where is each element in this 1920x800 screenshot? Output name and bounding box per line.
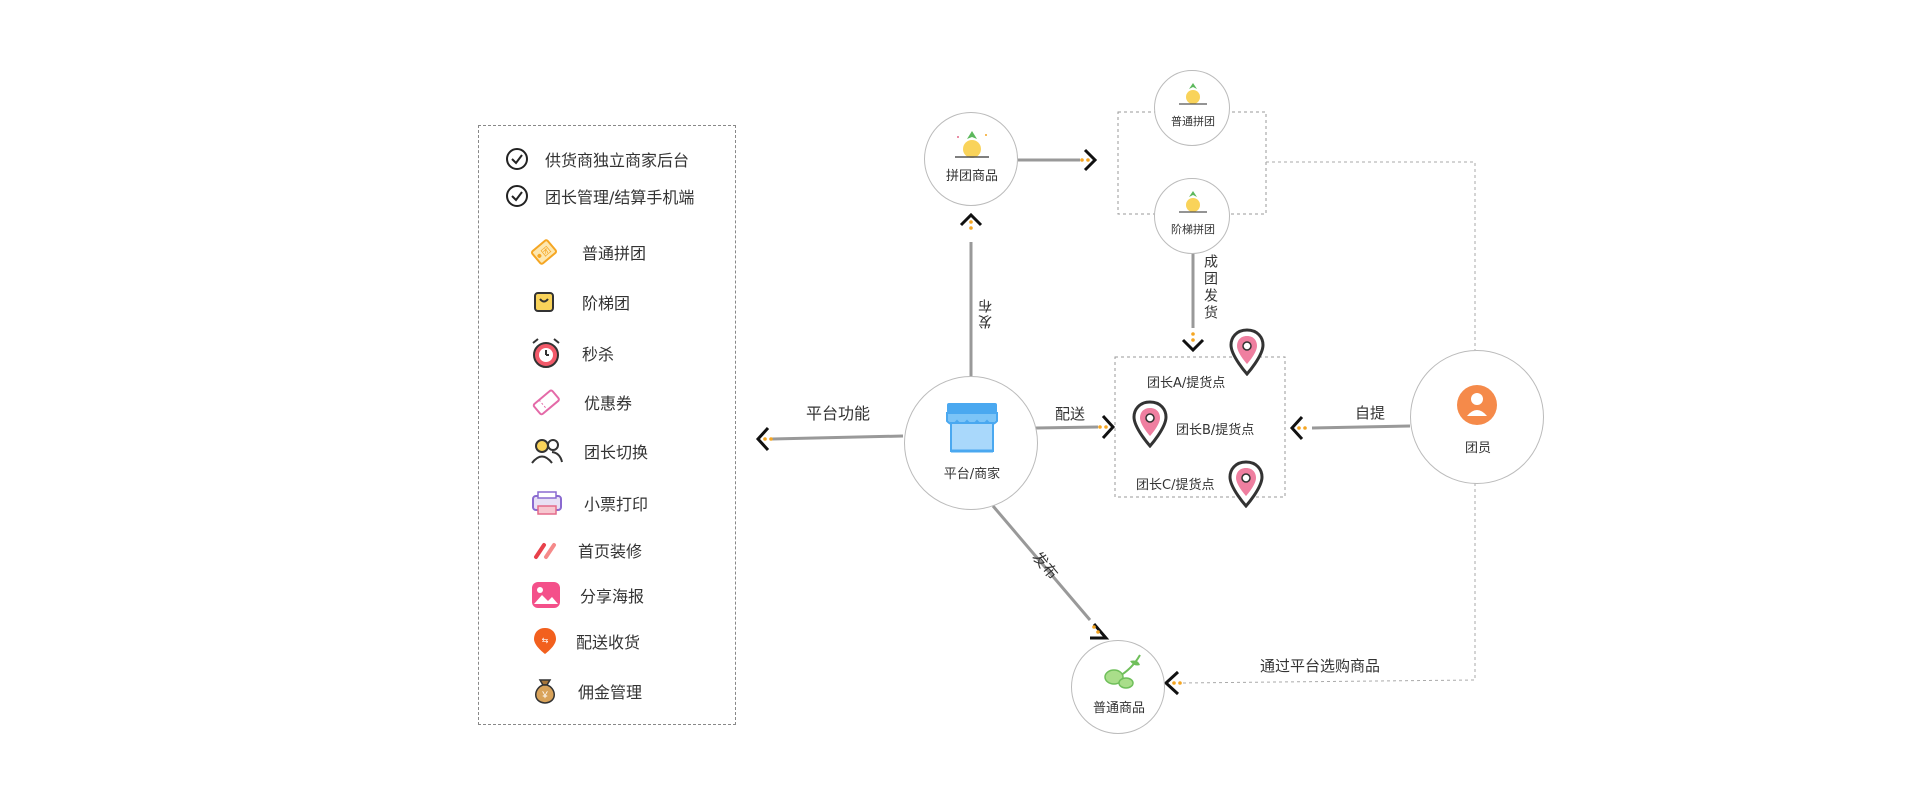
legend-feature-label: 团长切换 <box>584 443 649 462</box>
legend-feature-row: 小票打印 <box>530 489 648 517</box>
printer-icon <box>532 491 562 515</box>
coupon-icon <box>532 389 560 416</box>
legend-feature-label: 普通拼团 <box>582 244 647 263</box>
deliver-arrow <box>1101 414 1116 440</box>
member-group-dashed-line <box>1266 161 1476 350</box>
location-pin-icon <box>1132 400 1168 448</box>
shopping-bag-icon <box>534 292 554 312</box>
brush-icon <box>534 543 556 559</box>
legend-feature-label: 优惠券 <box>584 394 633 413</box>
image-icon <box>532 582 560 608</box>
pineapple-icon <box>955 131 989 158</box>
legend-feature-label: 首页装修 <box>578 542 643 561</box>
platform-node: 平台/商家 <box>904 376 1038 510</box>
legend-feature-label: 配送收货 <box>576 633 641 652</box>
normal-goods-node: 普通商品 <box>1071 640 1165 734</box>
feature-legend <box>478 125 736 725</box>
money-bag-icon: ￥ <box>535 679 555 704</box>
svg-text:⇆: ⇆ <box>542 636 549 645</box>
check-circle-icon <box>506 185 528 207</box>
member-label: 团员 <box>1464 441 1491 456</box>
users-icon <box>531 439 563 464</box>
legend-feature-row: 优惠券 <box>530 386 632 418</box>
features-arrow <box>755 426 770 452</box>
self-pickup-line <box>1311 424 1411 430</box>
features-line <box>771 434 904 441</box>
delivery-pin-icon: ⇆ <box>534 628 556 654</box>
legend-feature-label: 小票打印 <box>584 495 649 514</box>
buy-arrow <box>1163 670 1180 696</box>
tag-icon: 团 <box>531 239 557 265</box>
platform-features-label: 平台功能 <box>806 404 871 423</box>
group-goods-arrow <box>1083 148 1098 172</box>
platform-label: 平台/商家 <box>943 467 1001 482</box>
pineapple-icon <box>1179 83 1207 105</box>
normal-group-label: 普通拼团 <box>1171 115 1215 128</box>
legend-feature-label: 阶梯团 <box>582 294 631 313</box>
olive-branch-icon <box>1104 654 1141 689</box>
publish-down-arrow <box>1090 623 1110 640</box>
legend-feature-row: ⇆ 配送收货 <box>532 626 640 656</box>
normal-group-node: 普通拼团 <box>1154 70 1230 146</box>
legend-check-label: 供货商独立商家后台 <box>545 151 690 170</box>
legend-feature-row: 分享海报 <box>530 580 644 610</box>
group-goods-node: 拼团商品 <box>924 112 1018 206</box>
normal-goods-label: 普通商品 <box>1092 701 1145 716</box>
pineapple-icon <box>1179 191 1207 213</box>
self-pickup-arrow <box>1289 415 1304 441</box>
check-circle-icon <box>506 148 528 170</box>
legend-feature-row: 团长切换 <box>530 436 648 466</box>
legend-feature-row: ￥ 佣金管理 <box>530 676 642 706</box>
legend-feature-row: 团 普通拼团 <box>528 236 646 268</box>
legend-feature-row: 首页装修 <box>532 538 642 562</box>
publish-up-arrow <box>959 212 983 227</box>
pickup-b-label: 团长B/提货点 <box>1176 423 1255 438</box>
svg-text:￥: ￥ <box>540 691 549 701</box>
user-avatar-icon <box>1457 385 1497 425</box>
ladder-group-node: 阶梯拼团 <box>1154 178 1230 254</box>
legend-feature-row: 秒杀 <box>530 336 614 370</box>
pickup-box <box>1114 356 1286 498</box>
legend-feature-label: 分享海报 <box>580 587 645 606</box>
group-goods-label: 拼团商品 <box>945 169 998 184</box>
buy-via-platform-label: 通过平台选购商品 <box>1260 657 1381 675</box>
legend-check-row: 供货商独立商家后台 <box>505 147 689 171</box>
group-ship-label: 成团发货 <box>1202 254 1218 322</box>
alarm-clock-icon <box>532 338 560 368</box>
legend-feature-label: 秒杀 <box>582 345 615 364</box>
store-icon <box>946 403 998 453</box>
deliver-line <box>1035 425 1099 430</box>
legend-check-row: 团长管理/结算手机端 <box>505 184 694 208</box>
location-pin-icon <box>1229 328 1265 376</box>
legend-feature-label: 佣金管理 <box>578 683 643 702</box>
member-node: 团员 <box>1410 350 1544 484</box>
member-goods-dashed-line <box>1179 483 1476 684</box>
legend-check-label: 团长管理/结算手机端 <box>545 188 695 207</box>
self-pickup-label: 自提 <box>1355 404 1386 422</box>
pickup-c-label: 团长C/提货点 <box>1136 478 1215 493</box>
publish-up-label: 发布 <box>978 297 994 329</box>
publish-down-line <box>991 505 1092 621</box>
deliver-label: 配送 <box>1055 405 1086 423</box>
pickup-a-label: 团长A/提货点 <box>1147 376 1226 391</box>
legend-feature-row: 阶梯团 <box>530 288 630 316</box>
group-ship-arrow <box>1181 338 1205 353</box>
ladder-group-label: 阶梯拼团 <box>1171 223 1215 236</box>
location-pin-icon <box>1228 460 1264 508</box>
